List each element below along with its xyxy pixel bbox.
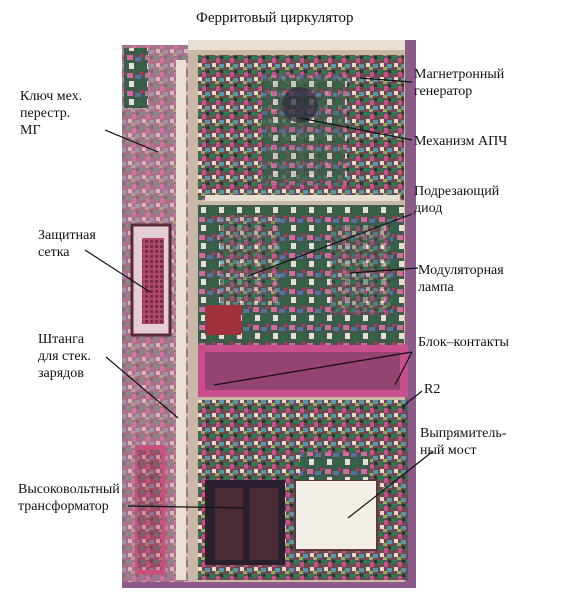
label-rectifier-bridge: Выпрямитель- ный мост [420,426,507,458]
label-protective-screen: Защитная сетка [38,228,96,260]
floor-strip [122,582,416,588]
label-magnetron: Магнетронный генератор [414,67,505,99]
label-block-contacts: Блок–контакты [418,335,509,350]
page-title: Ферритовый циркулятор [196,10,354,26]
label-afc: Механизм АПЧ [414,134,508,149]
contact-strip [198,345,408,397]
label-r2: R2 [424,382,441,397]
leader-lines [84,77,433,519]
upper-compartment [198,55,404,201]
label-modulator-lamp: Модуляторная лампа [418,263,504,295]
cabinet-left-door [122,45,197,585]
label-hv-transformer: Высоковольтный трансформатор [18,482,120,514]
label-discharge-rod: Штанга для стек. зарядов [38,332,91,381]
middle-compartment [198,205,404,345]
label-key-mech-tuning: Ключ мех. перестр. МГ [20,89,83,138]
lower-compartment [198,400,408,580]
label-cut-diode: Подрезающий диод [414,184,500,216]
